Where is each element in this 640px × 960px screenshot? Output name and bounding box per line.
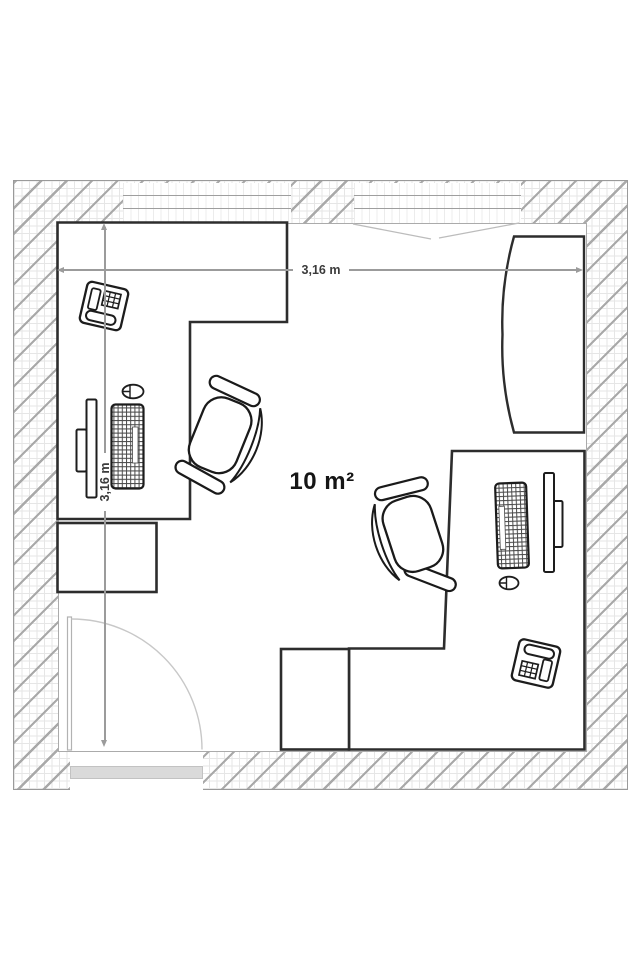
door-threshold <box>70 766 203 779</box>
monitor-icon <box>543 472 564 573</box>
window-icon <box>354 182 521 223</box>
telephone-icon <box>510 638 562 689</box>
monitor-icon <box>75 398 98 499</box>
window-glazing-line <box>354 207 521 209</box>
office-chair-icon <box>371 476 457 593</box>
window-icon <box>123 182 291 223</box>
door-swing-icon <box>66 616 203 751</box>
dimension-line-vertical <box>104 227 106 453</box>
dimension-arrow-left-icon <box>57 266 64 273</box>
dimension-line-horizontal <box>349 269 578 271</box>
mouse-icon <box>121 383 145 400</box>
drawer-cabinet-icon <box>56 521 158 594</box>
dimension-arrow-up-icon <box>101 223 108 230</box>
dimension-line-vertical <box>104 511 106 740</box>
keyboard-icon <box>110 403 145 490</box>
drawer-cabinet-icon <box>279 647 351 751</box>
window-glazing-line <box>123 207 291 209</box>
wardrobe-cabinet-icon <box>501 235 586 434</box>
dimension-arrow-right-icon <box>576 266 583 273</box>
telephone-icon <box>78 280 130 332</box>
office-chair-icon <box>174 374 263 495</box>
dimension-line-horizontal <box>60 269 293 271</box>
dimension-label-horizontal: 3,16 m <box>301 263 341 277</box>
keyboard-icon <box>494 481 530 570</box>
dimension-arrow-down-icon <box>101 740 108 747</box>
window-glazing-line <box>123 194 291 196</box>
window-swing-indicator <box>352 222 520 240</box>
door-opening <box>70 752 203 790</box>
dimension-label-vertical: 3,16 m <box>98 462 112 502</box>
window-glazing-line <box>354 194 521 196</box>
mouse-icon <box>498 575 520 591</box>
room-area-label: 10 m² <box>289 468 355 495</box>
